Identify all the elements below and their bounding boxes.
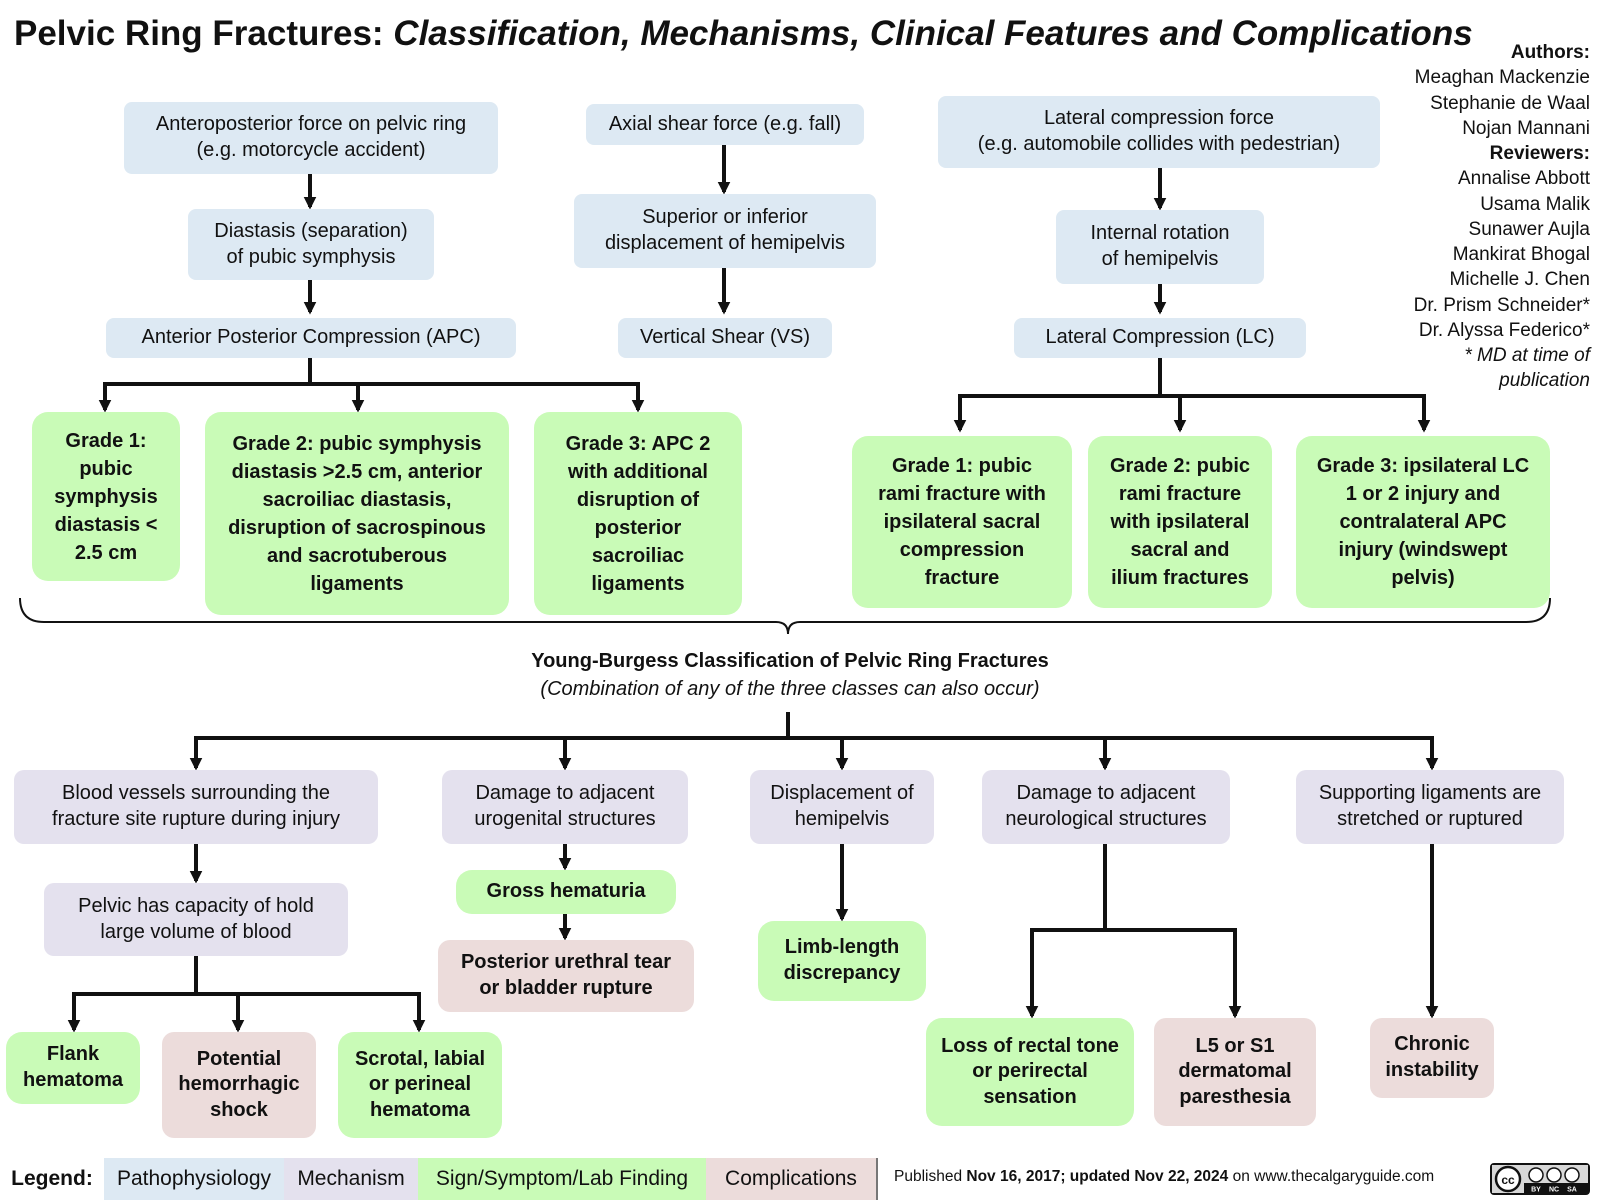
title-subtitle: Classification, Mechanisms, Clinical Fea… <box>393 14 1473 53</box>
publication-info: Published Nov 16, 2017; updated Nov 22, … <box>894 1168 1434 1186</box>
apc-grade2-node: Grade 2: pubic symphysis diastasis >2.5 … <box>205 412 509 615</box>
hemipelvis-displacement-node: Superior or inferior displacement of hem… <box>574 194 876 268</box>
internal-rotation-node: Internal rotation of hemipelvis <box>1056 210 1264 284</box>
ligament-rupture-node: Supporting ligaments are stretched or ru… <box>1296 770 1564 844</box>
authors-heading: Authors: <box>1510 42 1590 63</box>
publication-site[interactable]: on www.thecalgaryguide.com <box>1228 1168 1435 1185</box>
hemipelvis-displacement-mech-node: Displacement of hemipelvis <box>750 770 934 844</box>
legend-mechanism: Mechanism <box>284 1158 418 1200</box>
flank-hematoma-node: Flank hematoma <box>6 1032 140 1104</box>
vertical-shear-node: Vertical Shear (VS) <box>618 318 832 358</box>
author-name: Nojan Mannani <box>1462 117 1590 139</box>
lc-grade3-node: Grade 3: ipsilateral LC 1 or 2 injury an… <box>1296 436 1550 608</box>
svg-text:cc: cc <box>1501 1173 1515 1187</box>
neurological-damage-node: Damage to adjacent neurological structur… <box>982 770 1230 844</box>
reviewers-heading: Reviewers: <box>1489 143 1590 165</box>
classification-brace <box>19 597 1551 635</box>
reviewer-name: Dr. Prism Schneider* <box>1413 294 1590 316</box>
gross-hematuria-node: Gross hematuria <box>456 870 676 914</box>
reviewer-name: Sunawer Aujla <box>1468 218 1590 240</box>
apc-grade1-node: Grade 1: pubic symphysis diastasis < 2.5… <box>32 412 180 581</box>
author-name: Stephanie de Waal <box>1430 92 1590 114</box>
lc-grade1-node: Grade 1: pubic rami fracture with ipsila… <box>852 436 1072 608</box>
legend-divider <box>876 1158 878 1200</box>
rectal-tone-node: Loss of rectal tone or perirectal sensat… <box>926 1018 1134 1126</box>
axial-shear-force-node: Axial shear force (e.g. fall) <box>586 104 864 145</box>
md-note: * MD at time of publication <box>1464 345 1590 392</box>
legend-label: Legend: <box>0 1158 104 1200</box>
chronic-instability-node: Chronic instability <box>1370 1018 1494 1098</box>
classification-title: Young-Burgess Classification of Pelvic R… <box>531 650 1049 672</box>
author-name: Meaghan Mackenzie <box>1414 67 1590 89</box>
lateral-compression-node: Lateral Compression (LC) <box>1014 318 1306 358</box>
lc-grade2-node: Grade 2: pubic rami fracture with ipsila… <box>1088 436 1272 608</box>
creative-commons-by-nc-sa-icon[interactable]: cc BY NC SA <box>1490 1163 1590 1195</box>
apc-grade3-node: Grade 3: APC 2 with additional disruptio… <box>534 412 742 615</box>
classification-subtitle: (Combination of any of the three classes… <box>540 678 1040 700</box>
dermatomal-paresthesia-node: L5 or S1 dermatomal paresthesia <box>1154 1018 1316 1126</box>
legend: Legend: Pathophysiology Mechanism Sign/S… <box>0 1158 1600 1200</box>
urogenital-damage-node: Damage to adjacent urogenital structures <box>442 770 688 844</box>
svg-text:SA: SA <box>1567 1187 1577 1194</box>
legend-complications: Complications <box>706 1158 876 1200</box>
page-title: Pelvic Ring Fractures: Classification, M… <box>14 14 1473 54</box>
anteroposterior-force-node: Anteroposterior force on pelvic ring (e.… <box>124 102 498 174</box>
title-main: Pelvic Ring Fractures: <box>14 14 394 53</box>
scrotal-hematoma-node: Scrotal, labial or perineal hematoma <box>338 1032 502 1138</box>
reviewer-name: Annalise Abbott <box>1457 168 1590 190</box>
limb-length-node: Limb-length discrepancy <box>758 921 926 1001</box>
pubic-diastasis-node: Diastasis (separation) of pubic symphysi… <box>188 209 434 280</box>
hemorrhagic-shock-node: Potential hemorrhagic shock <box>162 1032 316 1138</box>
publication-dates: Nov 16, 2017; updated Nov 22, 2024 <box>966 1168 1229 1185</box>
license-badge-graphic: cc BY NC SA <box>1492 1165 1588 1193</box>
pelvic-capacity-node: Pelvic has capacity of hold large volume… <box>44 883 348 956</box>
reviewer-name: Michelle J. Chen <box>1449 269 1590 291</box>
reviewer-name: Usama Malik <box>1480 193 1590 215</box>
svg-text:NC: NC <box>1549 1187 1559 1194</box>
legend-sign-symptom: Sign/Symptom/Lab Finding <box>418 1158 706 1200</box>
reviewer-name: Dr. Alyssa Federico* <box>1418 319 1590 341</box>
urethral-tear-node: Posterior urethral tear or bladder ruptu… <box>438 940 694 1012</box>
legend-pathophysiology: Pathophysiology <box>104 1158 284 1200</box>
lateral-compression-force-node: Lateral compression force (e.g. automobi… <box>938 96 1380 168</box>
apc-node: Anterior Posterior Compression (APC) <box>106 318 516 358</box>
blood-vessels-node: Blood vessels surrounding the fracture s… <box>14 770 378 844</box>
svg-text:BY: BY <box>1531 1187 1541 1194</box>
credits: Authors: Meaghan Mackenzie Stephanie de … <box>1370 40 1590 394</box>
published-prefix: Published <box>894 1168 967 1185</box>
reviewer-name: Mankirat Bhogal <box>1452 244 1590 266</box>
